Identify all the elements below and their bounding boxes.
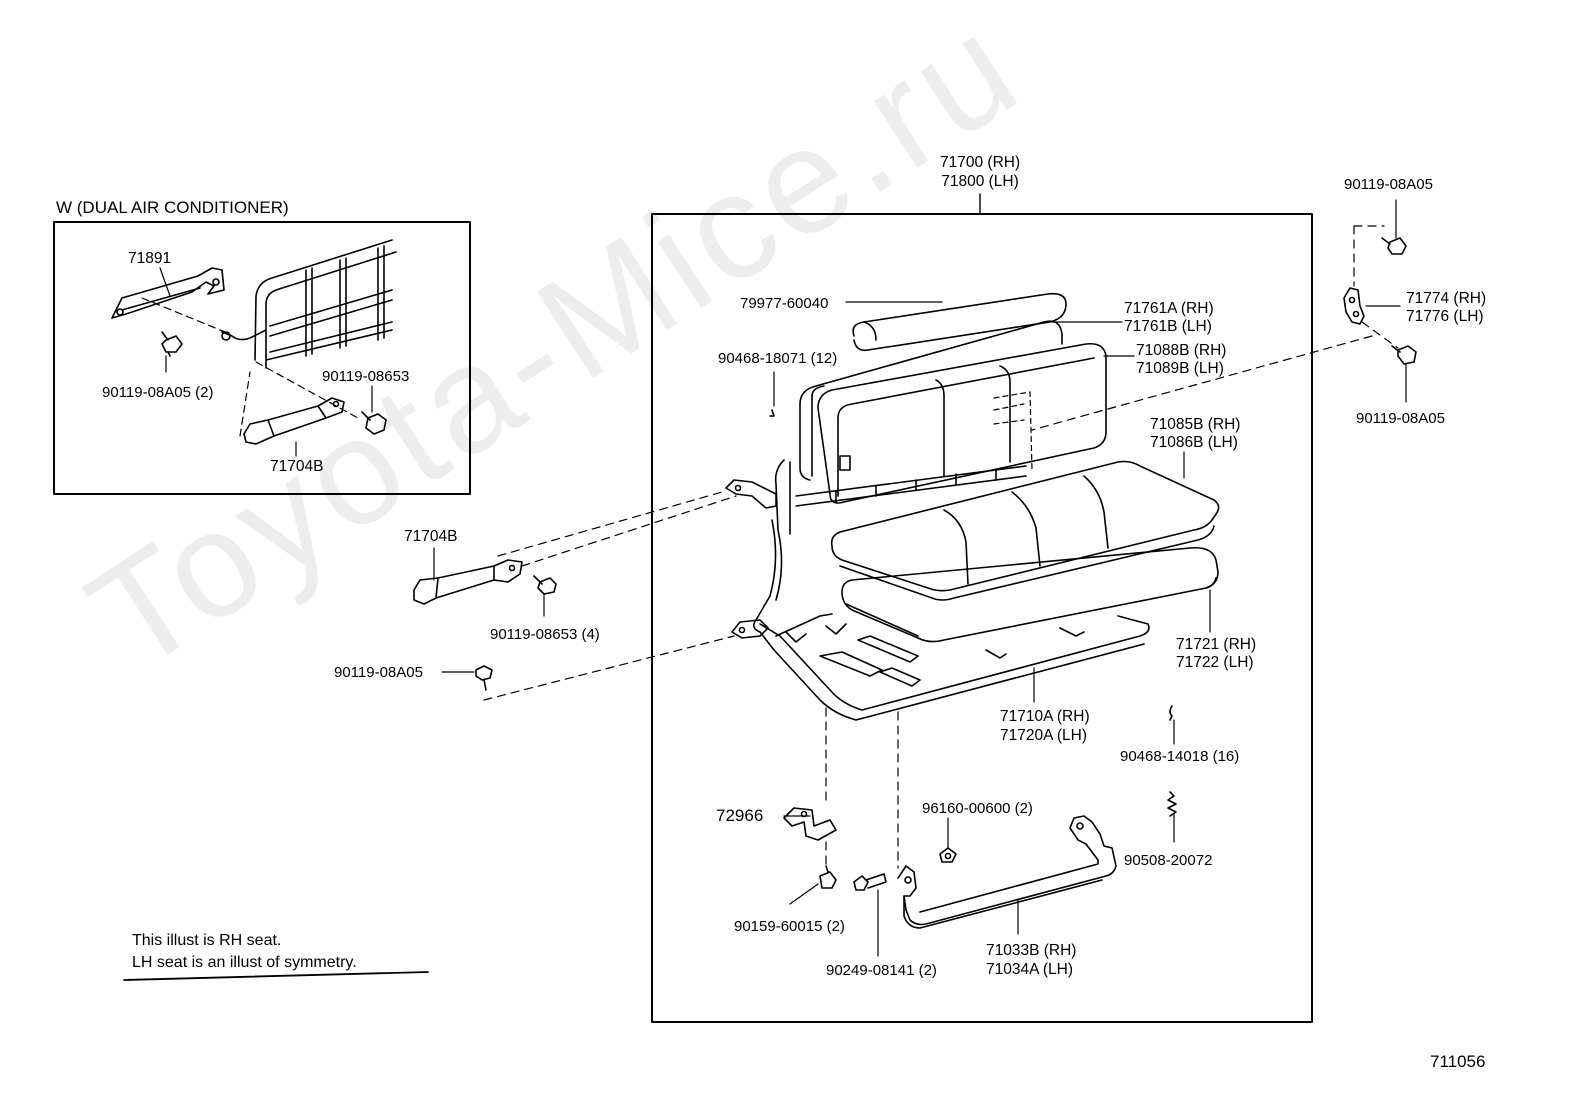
part-label-71033B: 71033B (RH) [986,942,1077,959]
inset-bolt-90119-08A05 [161,331,183,357]
seat-frame-back-bar [774,459,1027,535]
part-label-71800: 71800 (LH) [941,173,1019,190]
part-label-71710A: 71710A (RH) [1000,708,1090,725]
seat-frame-mount-brackets [725,479,777,639]
seat-base-frame-71710A [752,519,1150,721]
part-label-71700: 71700 (RH) [940,154,1021,171]
note-underline [123,971,429,981]
bolt-90119-08A05-left [475,665,493,691]
note-line-2: LH seat is an illust of symmetry. [132,953,357,971]
part-label-71720A: 71720A (LH) [1000,727,1088,744]
part-label-71776: 71776 (LH) [1406,308,1484,325]
part-label-90119-08A05-top: 90119-08A05 [1344,176,1433,193]
seat-frame-pan-71721 [841,546,1219,643]
note-line-1: This illust is RH seat. [132,932,282,949]
note-text: This illust is RH seat. LH seat is an il… [132,930,357,973]
part-label-90249-08141: 90249-08141 (2) [826,962,937,979]
bracket-72966 [783,807,837,841]
bolt-90249-08141 [853,873,887,891]
inset-frame [53,221,471,495]
part-label-71761A: 71761A (RH) [1124,300,1214,317]
part-label-90159-60015: 90159-60015 (2) [734,918,845,935]
part-label-90119-08A05-right: 90119-08A05 [1356,410,1445,427]
part-label-90508-20072: 90508-20072 [1124,852,1213,869]
bolt-90119-08A05-right [1391,345,1417,365]
figure-number: 711056 [1430,1052,1486,1071]
inset-title: W (DUAL AIR CONDITIONER) [56,198,289,217]
part-label-90468-14018: 90468-14018 (16) [1120,748,1240,765]
part-label-71761B: 71761B (LH) [1124,318,1212,335]
seatback-cushion-71088B [817,342,1107,504]
inset-grip-71704B [243,397,345,445]
spring-90508-20072 [1167,791,1177,817]
part-label-71089B: 71089B (LH) [1136,360,1224,377]
part-label-90468-18071: 90468-18071 (12) [718,350,838,367]
seatback-frame-71761 [799,320,1063,481]
part-label-71722: 71722 (LH) [1176,654,1254,671]
part-label-71088B: 71088B (RH) [1136,342,1227,359]
grip-71704B [413,559,523,605]
bolt-90119-08653 [533,575,557,595]
leader-lines [433,199,1407,957]
part-label-90119-08653-inset: 90119-08653 [322,368,410,385]
part-label-90119-08653-4: 90119-08653 (4) [490,626,600,643]
seatback-hidden-lines [993,391,1033,471]
part-label-72966: 72966 [716,806,764,825]
bracket-71774 [1343,287,1365,325]
assembly-dashed-lines [483,225,1399,869]
bolt-90119-08A05-top [1381,237,1407,255]
clip-90468-18071 [769,409,775,417]
part-label-79977-60040: 79977-60040 [740,295,829,312]
inset-rack-drawing [221,239,397,369]
part-label-71704B-inset: 71704B [270,458,324,475]
part-label-71891: 71891 [128,250,172,267]
part-label-71721: 71721 (RH) [1176,636,1257,653]
part-label-71774: 71774 (RH) [1406,290,1487,307]
part-label-96160-00600: 96160-00600 (2) [922,800,1033,817]
seat-cushion-71085B [830,460,1220,601]
bolt-90159-60015 [819,865,837,889]
main-frame [651,213,1313,1023]
stay-71033B [897,815,1117,929]
inset-dashed-lines [141,297,359,437]
part-label-71034A: 71034A (LH) [986,961,1074,978]
inset-bolt-90119-08653 [361,411,387,435]
part-label-71085B: 71085B (RH) [1150,416,1241,433]
headrest-pad-79977 [852,292,1067,352]
part-label-71086B: 71086B (LH) [1150,434,1238,451]
washer-96160-00600 [939,847,957,863]
part-label-71704B: 71704B [404,528,458,545]
inset-bracket-71891 [111,267,225,319]
part-label-90119-08A05-left: 90119-08A05 [334,664,423,681]
clip-90468-14018 [1169,705,1173,721]
part-label-90119-08A05-2: 90119-08A05 (2) [102,384,214,401]
inset-leaders [159,267,373,457]
